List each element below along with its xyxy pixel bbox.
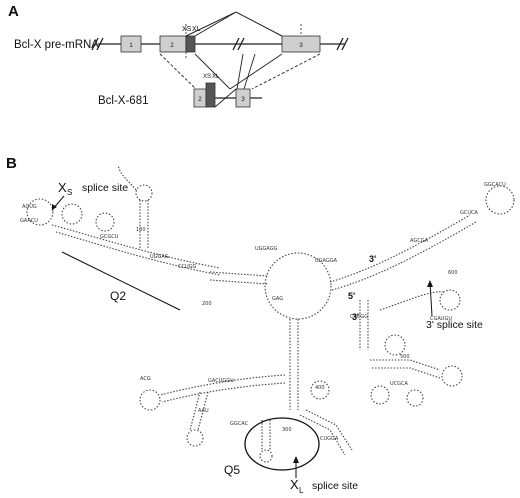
q2-line <box>61 251 181 311</box>
minigene-label: Bcl-X-681 <box>98 95 149 107</box>
svg-text:UGGAG: UGGAG <box>150 254 169 260</box>
svg-text:UGGAGG: UGGAGG <box>255 246 278 252</box>
svg-text:GGCAC: GGCAC <box>230 421 249 427</box>
nucleotide-text: AGUG GAACU GCGCU UGGAG CCUGG UGGAGG UGAG… <box>20 182 506 442</box>
minigene-xs-marker: XS <box>203 74 211 80</box>
five-prime-end: 5' <box>348 291 355 301</box>
splice-lines-top <box>185 11 283 37</box>
xs-marker: XS <box>182 26 192 33</box>
three-prime-site-arrowhead <box>427 280 433 287</box>
minigene-exon-3 <box>235 88 251 108</box>
pre-mrna-label: Bcl-X pre-mRNA <box>14 39 99 51</box>
q5-ellipse <box>244 417 320 471</box>
xl-site-main: X <box>290 477 299 492</box>
svg-text:GGCACU: GGCACU <box>484 182 506 188</box>
svg-text:ACG: ACG <box>140 376 151 382</box>
minigene-xl-marker: XL <box>212 74 220 80</box>
panel-a-letter: A <box>8 3 19 20</box>
three-prime-site-label: 3' splice site <box>426 319 483 331</box>
minigene-exon-2-label: 2 <box>198 97 202 103</box>
position-300: 300 <box>282 427 292 433</box>
position-400: 400 <box>315 385 325 391</box>
three-prime-site-arrow <box>429 281 433 317</box>
xl-site-arrowhead <box>293 456 299 463</box>
svg-text:CGAUGU: CGAUGU <box>430 316 452 322</box>
exon-2-label: 2 <box>170 43 174 49</box>
svg-text:CCUGG: CCUGG <box>178 264 197 270</box>
position-500: 500 <box>400 354 410 360</box>
svg-text:CUGGA: CUGGA <box>320 436 339 442</box>
svg-text:CACGG: CACGG <box>350 314 368 320</box>
minigene-connectors <box>159 53 321 90</box>
xs-site-sub: S <box>67 188 72 197</box>
svg-text:GAACU: GAACU <box>20 218 38 224</box>
svg-text:GCGCU: GCGCU <box>100 234 119 240</box>
position-100: 100 <box>136 227 146 233</box>
q2-label: Q2 <box>110 289 126 303</box>
exon-1 <box>120 35 142 53</box>
svg-text:UCGCA: UCGCA <box>390 381 409 387</box>
xl-site-sub: L <box>299 486 304 495</box>
panel-b-letter: B <box>6 155 17 172</box>
minigene-splice-line <box>214 88 237 108</box>
minigene-exon-3-label: 3 <box>241 97 245 103</box>
svg-text:GCUCA: GCUCA <box>460 210 479 216</box>
xs-site-main: X <box>58 180 67 195</box>
svg-text:AGUG: AGUG <box>22 204 37 210</box>
rna-structure <box>26 164 515 463</box>
exon-2-extension <box>185 35 196 53</box>
svg-text:AGCGA: AGCGA <box>410 238 429 244</box>
three-prime-end-a: 3' <box>352 312 359 322</box>
three-prime-end-b: 3' <box>369 254 376 264</box>
xs-site-text: splice site <box>82 182 128 194</box>
position-200: 200 <box>202 301 212 307</box>
minigene-exon-2-extension <box>205 82 216 108</box>
xs-site-arrowhead <box>52 204 57 210</box>
xl-site-text: splice site <box>312 480 358 492</box>
svg-text:UGAGGA: UGAGGA <box>315 258 338 264</box>
xl-marker: XL <box>192 26 201 33</box>
svg-text:GAG: GAG <box>272 296 283 302</box>
exon-3 <box>281 35 321 53</box>
position-600: 600 <box>448 270 458 276</box>
svg-text:GACUGGU: GACUGGU <box>208 378 234 384</box>
q5-label: Q5 <box>224 463 240 477</box>
exon-1-label: 1 <box>129 43 133 49</box>
exon-3-label: 3 <box>299 43 303 49</box>
svg-text:AAU: AAU <box>198 408 209 414</box>
